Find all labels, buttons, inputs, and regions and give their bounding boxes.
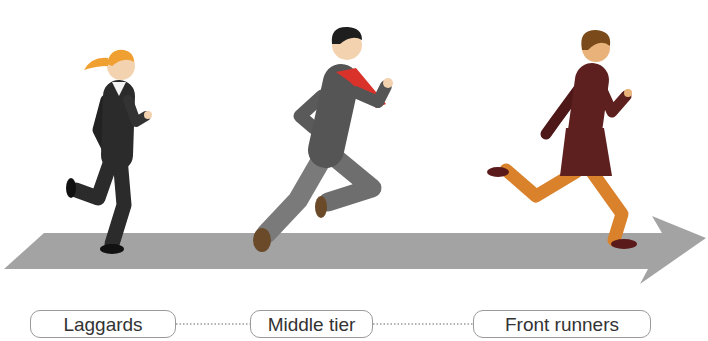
runner-torso	[326, 82, 341, 150]
runner-shoe	[315, 196, 327, 218]
runner-ponytail	[84, 58, 108, 70]
runner-arm	[602, 90, 626, 112]
stage-label-box: Laggards	[30, 310, 176, 338]
runner-shoe	[487, 167, 509, 177]
dotted-connector	[373, 323, 473, 324]
runner-tie	[336, 68, 386, 108]
runner-hand	[144, 111, 152, 119]
dotted-connector	[176, 323, 250, 324]
runner-leg	[592, 172, 622, 240]
laggard-runner	[66, 50, 152, 254]
stage-label: Laggards	[63, 315, 142, 334]
runner-skirt	[560, 128, 612, 176]
runner-collar	[112, 82, 126, 96]
front-runner	[487, 30, 637, 249]
middle-runner	[253, 27, 393, 252]
runner-torso	[117, 96, 119, 155]
progress-arrow	[4, 216, 706, 284]
runner-hair	[107, 50, 134, 66]
runner-arm	[128, 100, 146, 122]
stage-label-box: Middle tier	[250, 310, 373, 338]
runner-hair	[332, 27, 362, 44]
runner-shoe	[253, 228, 271, 252]
runner-shoe	[66, 178, 76, 198]
runner-leg	[266, 155, 324, 234]
runner-hand	[383, 78, 393, 88]
stage-label-box: Front runners	[473, 310, 651, 338]
runner-hair	[581, 30, 610, 50]
stage-label: Middle tier	[268, 315, 356, 334]
runner-shoe	[611, 239, 637, 249]
runner-shoe	[100, 244, 124, 254]
runner-hand	[624, 89, 632, 97]
runner-arm	[355, 86, 386, 102]
stage-label: Front runners	[505, 315, 619, 334]
